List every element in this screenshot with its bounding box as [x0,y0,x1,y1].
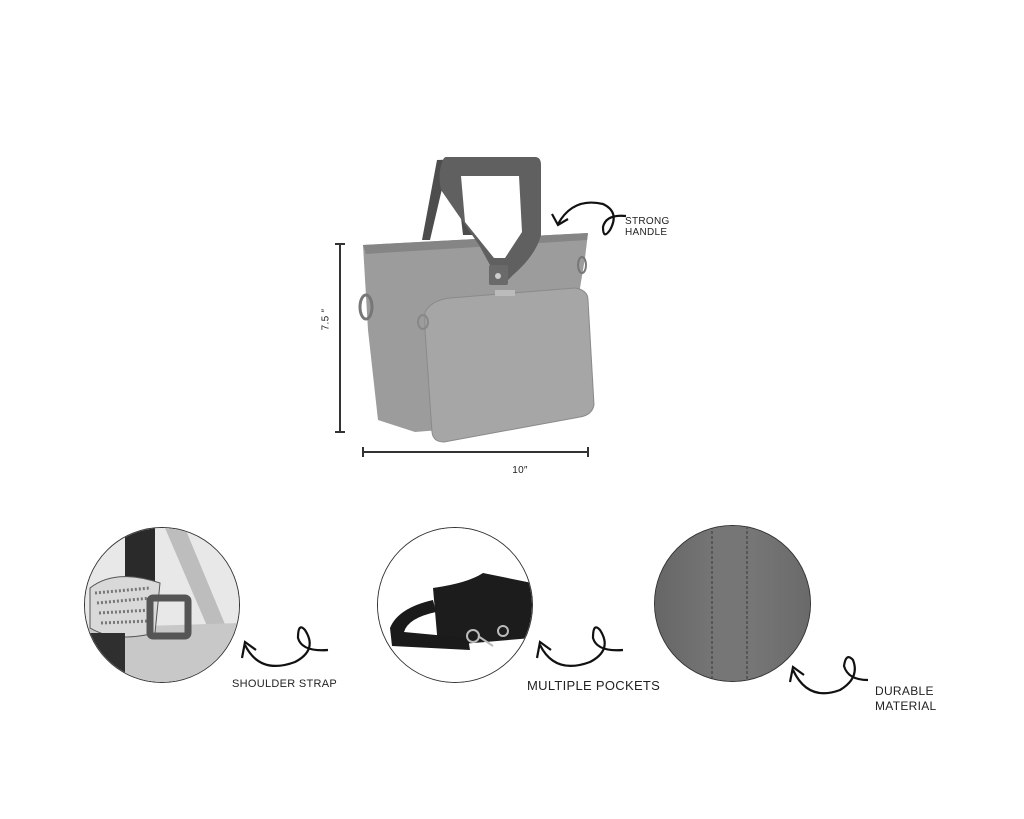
multiple-pockets-detail-image [377,527,533,683]
multiple-pockets-label: MULTIPLE POCKETS [527,678,661,693]
durable-material-label: DURABLE MATERIAL [875,684,937,714]
curly-arrow-icon [551,201,627,236]
height-dimension-cap-bottom [335,431,345,433]
curly-arrow-icon [240,626,329,667]
leather-texture-illustration [655,526,810,681]
strong-handle-line1: STRONG [625,216,670,227]
strong-handle-line2: HANDLE [625,227,668,238]
durable-material-line2: MATERIAL [875,699,937,713]
height-dimension-cap-top [335,243,345,245]
height-dimension-line [339,244,341,432]
strong-handle-label: STRONG HANDLE [625,216,670,238]
width-dimension-cap-right [587,447,589,457]
shoulder-strap-label: SHOULDER STRAP [232,678,338,690]
shoulder-strap-detail-image [84,527,240,683]
black-pouch-illustration [378,528,532,682]
durable-material-line1: DURABLE [875,684,934,698]
width-dimension-line [362,451,589,453]
height-dimension-label: 7.5 ″ [320,308,332,331]
width-dimension-cap-left [362,447,364,457]
curly-arrow-icon [535,626,624,667]
main-product-image [330,150,630,470]
shoulder-strap-illustration [85,528,239,682]
curly-arrow-icon [788,656,869,695]
tote-bag-illustration [358,157,595,443]
width-dimension-label: 10″ [512,465,528,476]
durable-material-detail-image [654,525,811,682]
